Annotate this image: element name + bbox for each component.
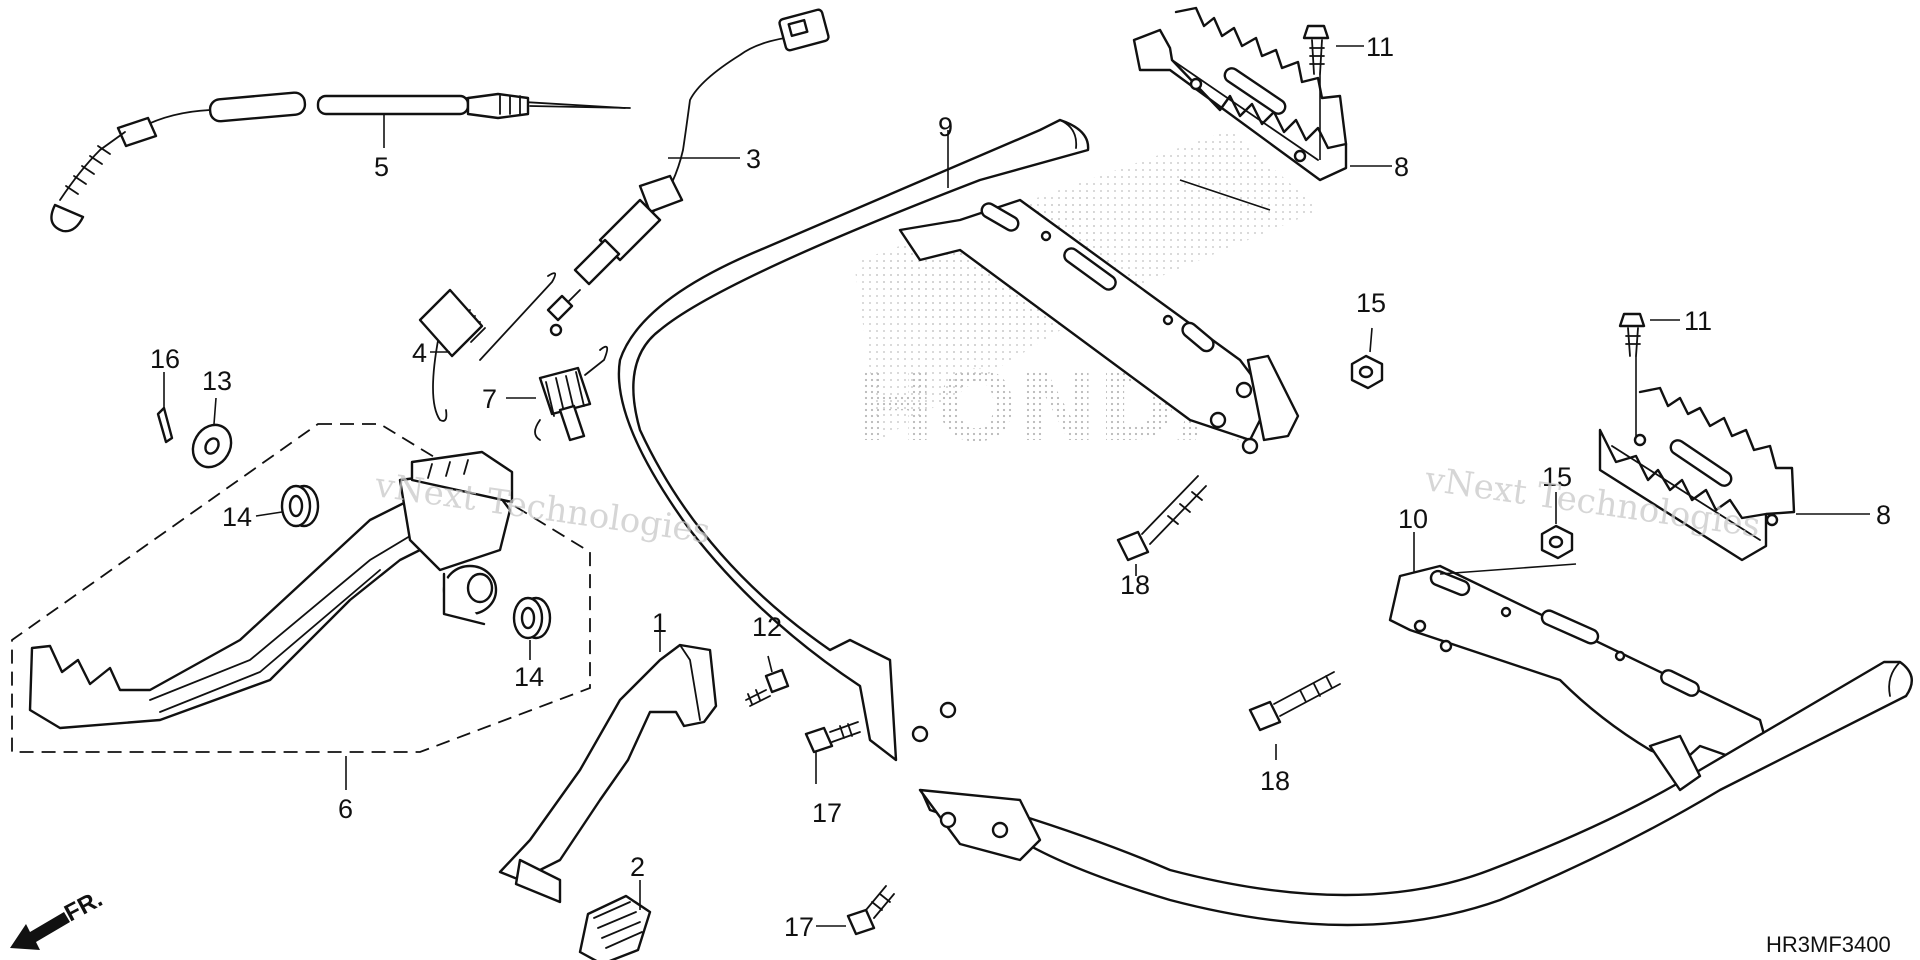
part-17-bolt-lower <box>846 885 895 936</box>
diagram-code: HR3MF3400 <box>1766 932 1891 957</box>
part-3-switch <box>546 8 830 337</box>
front-direction-indicator: FR. <box>10 885 107 950</box>
callout-17-lower: 17 <box>784 912 814 942</box>
callout-12: 12 <box>752 612 782 642</box>
callout-14-upper: 14 <box>222 502 252 532</box>
callout-numbers: 1 2 3 4 5 6 7 8 8 9 10 11 11 12 13 14 14… <box>150 32 1891 942</box>
callout-5: 5 <box>374 152 389 182</box>
callout-8-lower: 8 <box>1876 500 1891 530</box>
callout-11-upper: 11 <box>1366 32 1394 62</box>
callout-8-upper: 8 <box>1394 152 1409 182</box>
part-9-step-bar <box>617 118 1300 762</box>
part-17-bolt-upper <box>804 721 861 754</box>
part-2-pedal-rubber <box>578 894 652 960</box>
part-15-nut-upper <box>1350 354 1384 390</box>
part-14-bushing-upper <box>280 484 320 528</box>
callout-17-upper: 17 <box>812 798 842 828</box>
callout-18-upper: 18 <box>1120 570 1150 600</box>
part-1-brake-arm <box>498 643 718 904</box>
callout-6: 6 <box>338 794 353 824</box>
callout-18-lower: 18 <box>1260 766 1290 796</box>
part-18-bolt-lower <box>1248 671 1341 732</box>
part-16-cotter-pin <box>156 406 174 444</box>
part-8-step-plate-lower <box>1598 386 1796 562</box>
part-12-bolt <box>745 668 790 707</box>
callout-14-lower: 14 <box>514 662 544 692</box>
callout-4: 4 <box>412 338 427 368</box>
front-arrow-icon <box>10 912 70 950</box>
part-5-cable <box>50 91 631 233</box>
callout-15-lower: 15 <box>1542 462 1572 492</box>
part-4-spring <box>418 272 557 422</box>
leader-lines <box>163 45 1870 927</box>
callout-1: 1 <box>652 608 667 638</box>
callout-11-lower: 11 <box>1684 306 1712 336</box>
callout-10: 10 <box>1398 504 1428 534</box>
part-8-step-plate-upper <box>1132 6 1348 182</box>
callout-3: 3 <box>746 144 761 174</box>
part-6-brake-pedal <box>28 450 514 730</box>
callout-2: 2 <box>630 852 645 882</box>
callout-9: 9 <box>938 112 953 142</box>
part-11-bolt-lower <box>1618 312 1646 357</box>
callout-7: 7 <box>482 384 497 414</box>
part-18-bolt-upper <box>1116 475 1207 562</box>
part-6-assembly-outline <box>11 423 591 753</box>
callout-16: 16 <box>150 344 180 374</box>
part-11-bolt-upper <box>1302 24 1330 75</box>
callout-15-upper: 15 <box>1356 288 1386 318</box>
part-7-spring <box>534 345 609 442</box>
part-13-washer <box>191 423 233 469</box>
part-15-nut-lower <box>1540 524 1574 560</box>
callout-13: 13 <box>202 366 232 396</box>
part-10-step-bar <box>918 564 1913 927</box>
part-14-bushing-lower <box>512 596 552 640</box>
